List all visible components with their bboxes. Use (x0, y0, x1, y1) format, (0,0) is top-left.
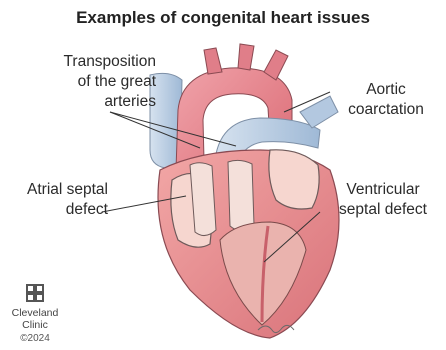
arch-branch-1 (204, 48, 222, 74)
label-line: septal defect (322, 200, 444, 220)
label-line: of the great (6, 72, 156, 92)
left-atrium (269, 150, 319, 209)
label-line: Aortic (330, 80, 442, 100)
label-line: defect (6, 200, 108, 220)
label-transposition: Transposition of the great arteries (6, 52, 156, 112)
cleveland-clinic-logo: Cleveland Clinic ©2024 (6, 284, 64, 344)
label-line: arteries (6, 92, 156, 112)
logo-name-line2: Clinic (6, 319, 64, 331)
vessel-root-2 (228, 160, 254, 230)
copyright-text: ©2024 (6, 333, 64, 344)
logo-name-line1: Cleveland (6, 307, 64, 319)
label-ventricular-septal-defect: Ventricular septal defect (322, 180, 444, 220)
arch-branch-2 (238, 44, 254, 70)
label-line: Atrial septal (6, 180, 108, 200)
label-line: Ventricular (322, 180, 444, 200)
label-coarctation: Aortic coarctation (330, 80, 442, 120)
cleveland-clinic-logo-icon (26, 284, 44, 302)
label-line: coarctation (330, 100, 442, 120)
label-atrial-septal-defect: Atrial septal defect (6, 180, 108, 220)
label-line: Transposition (6, 52, 156, 72)
